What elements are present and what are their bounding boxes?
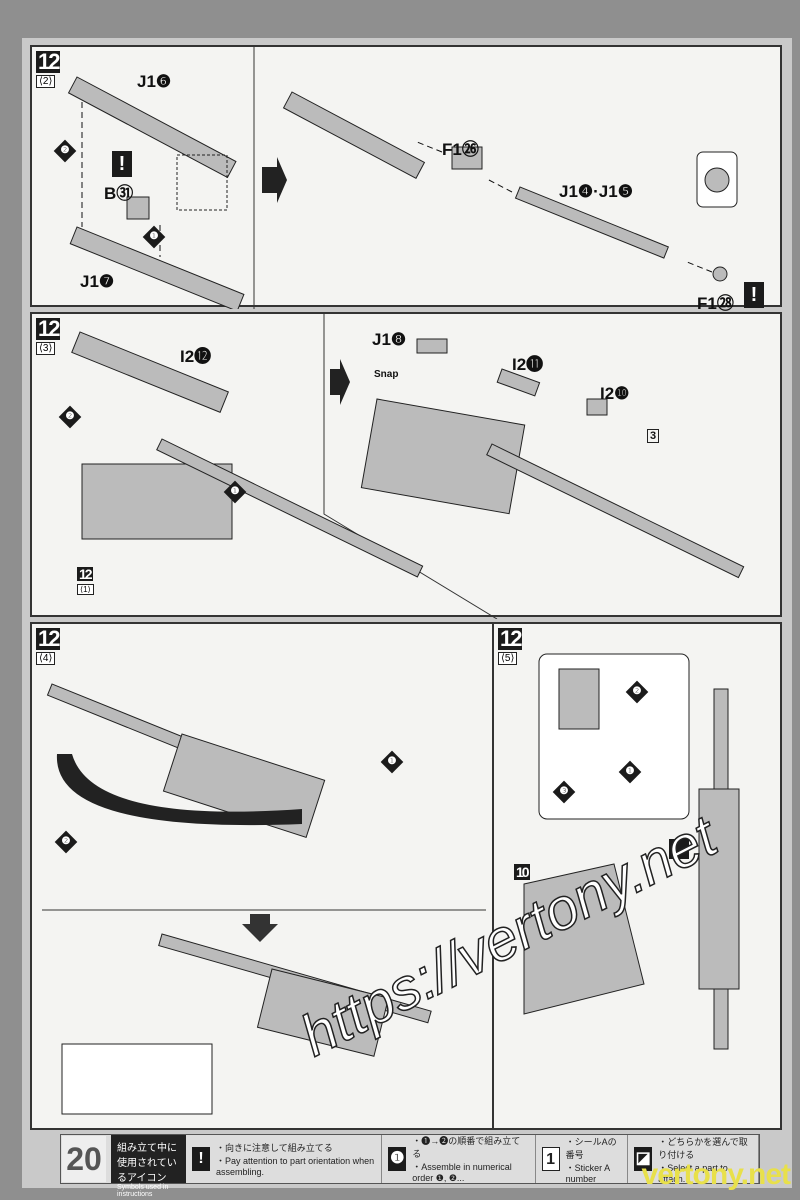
parts-illustration — [42, 683, 486, 1115]
legend-sticker: 1・シールAの番号・Sticker A number — [536, 1135, 629, 1184]
part-f126 — [451, 146, 483, 170]
sub-step: ⟨5⟩ — [498, 652, 518, 665]
order-1-icon: ❶ — [142, 225, 166, 249]
orientation-warning-icon: ! — [744, 282, 764, 308]
step-12-2-panel: 12 ⟨2⟩ J1❻ ! B㉛ J1❼ ❷ ❶ F1㉖ J1❹·J1❺ F1㉘ … — [30, 45, 782, 313]
ref-step-box: 10 — [514, 864, 530, 880]
legend-select: ◪・どちらかを選んで取り付ける・Select a part to attach. — [628, 1135, 760, 1184]
ref-step-number: 12 — [77, 566, 93, 582]
order-1-icon: ❶ — [223, 480, 247, 504]
parts-illustration — [67, 47, 738, 309]
order-1-icon: ❶ — [380, 750, 404, 774]
step-12-3-panel: 12 ⟨3⟩ I2⓬ J1❽ Snap I2⓫ I2❿ 3 ❷ ❶ 12 ⟨1⟩ — [30, 312, 782, 619]
orientation-warning-icon: ! — [112, 151, 132, 177]
part-i211 — [496, 368, 541, 397]
step-number: 12 — [36, 316, 61, 341]
label-i211: I2⓫ — [512, 355, 544, 374]
step-number: 12 — [498, 626, 523, 651]
label-f128: F1㉘ — [697, 294, 734, 313]
order-3-icon: ❸ — [552, 780, 576, 804]
part-i212 — [71, 331, 230, 413]
exclamation-icon: ! — [192, 1147, 211, 1171]
page-number: 20 — [62, 1136, 106, 1182]
sticker-icon: 1 — [541, 1147, 560, 1171]
sub-step: ⟨3⟩ — [36, 342, 56, 355]
sub-step: ⟨4⟩ — [36, 652, 56, 665]
order-2-icon: ❷ — [54, 830, 78, 854]
order-2-icon: ❷ — [58, 405, 82, 429]
step-number: 12 — [36, 49, 61, 74]
step-12-5-panel: 12 ⟨5⟩ ❷ ❸ ❶ 10 — [492, 622, 782, 1130]
label-b31: B㉛ — [104, 184, 134, 203]
label-j14-j15: J1❹·J1❺ — [559, 182, 633, 201]
step-12-4-panel: 12 ⟨4⟩ ❶ ❷ — [30, 622, 494, 1130]
assembled-barrel — [486, 443, 745, 579]
order-2-icon: ❷ — [625, 680, 649, 704]
sticker-number: 3 — [647, 429, 660, 443]
part-b31 — [126, 196, 150, 220]
watermark-logo: vertony.net — [641, 1158, 791, 1191]
part-i210 — [586, 398, 608, 416]
ref-sub-step: ⟨1⟩ — [77, 584, 94, 595]
legend-orientation: !・向きに注意して組み立てる・Pay attention to part ori… — [186, 1135, 383, 1183]
sub-step: ⟨2⟩ — [36, 75, 56, 88]
order-1-icon: ❶ — [618, 760, 642, 784]
parts-illustration — [523, 653, 740, 1050]
rod-j14-j15 — [514, 186, 670, 259]
part-j18 — [416, 338, 448, 354]
next-arrow-icon — [262, 157, 287, 203]
rifle-body-vertical — [698, 788, 740, 990]
snap-label: Snap — [374, 369, 399, 380]
label-j18: J1❽ — [372, 330, 407, 349]
rotate-arrow-icon — [56, 754, 302, 826]
next-arrow-icon — [330, 359, 350, 405]
barrel-part — [156, 438, 424, 578]
label-i210: I2❿ — [600, 384, 630, 403]
part-f128 — [712, 266, 728, 282]
barrel-part-j16 — [67, 76, 237, 179]
select-part-icon: ◪ — [634, 1147, 653, 1171]
label-i212: I2⓬ — [180, 347, 212, 366]
shoulder-part — [558, 668, 600, 730]
down-arrow-icon — [242, 914, 278, 942]
manual-page: 12 ⟨2⟩ J1❻ ! B㉛ J1❼ ❷ ❶ F1㉖ J1❹·J1❺ F1㉘ … — [22, 38, 792, 1188]
label-j17: J1❼ — [80, 272, 115, 291]
label-f126: F1㉖ — [442, 140, 479, 159]
order-diamond-icon: ❶ — [388, 1147, 407, 1171]
step-number: 12 — [36, 626, 61, 651]
rifle-body-rotated — [256, 968, 390, 1057]
barrel-assembly — [282, 91, 426, 179]
robot-figure — [523, 863, 645, 1015]
body-part-j17 — [69, 226, 245, 309]
alt-part-icon — [669, 839, 689, 859]
order-2-icon: ❷ — [53, 139, 77, 163]
body-frame — [81, 463, 233, 540]
legend-order: ❶・❶→❷の順番で組み立てる・Assemble in numerical ord… — [382, 1135, 536, 1183]
parts-illustration — [71, 314, 745, 619]
label-j16: J1❻ — [137, 72, 172, 91]
